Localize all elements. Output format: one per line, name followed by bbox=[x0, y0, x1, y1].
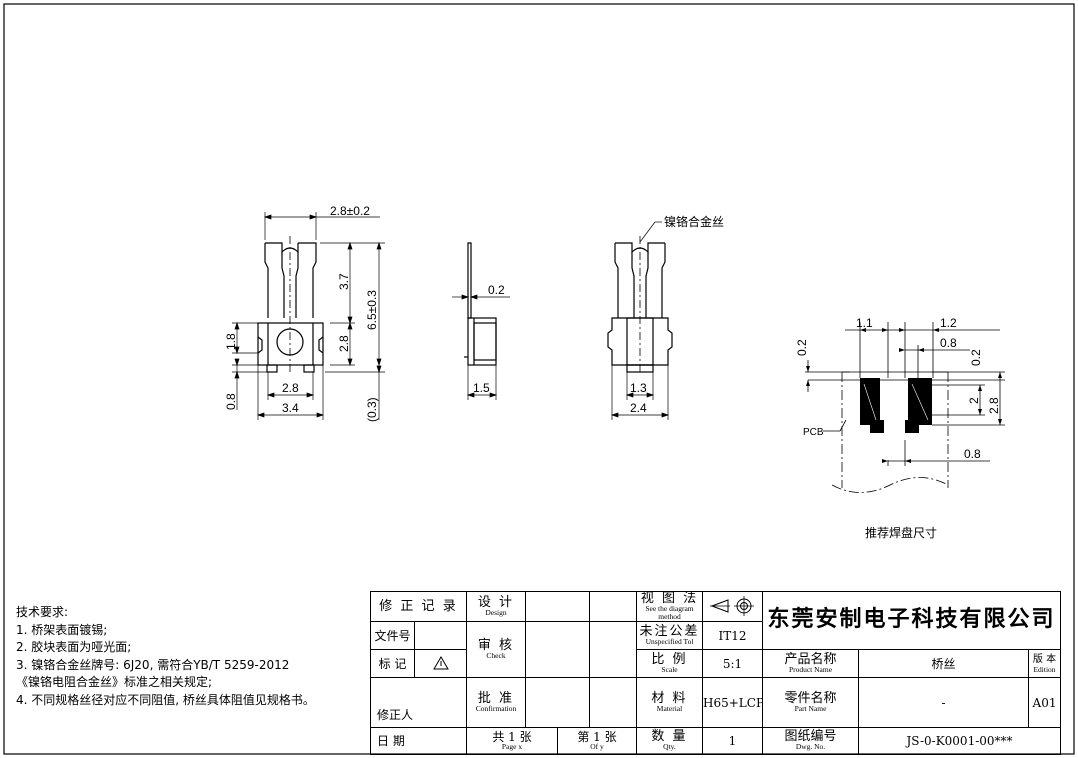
projection-symbol bbox=[702, 591, 763, 622]
check-value bbox=[525, 621, 590, 678]
pad-caption: 推荐焊盘尺寸 bbox=[865, 525, 937, 540]
dim-1-8: 1.8 bbox=[224, 333, 238, 350]
dim-3-4: 3.4 bbox=[282, 401, 299, 415]
doc-no-value bbox=[414, 621, 467, 650]
note-1: 1. 桥架表面镀锡; bbox=[16, 622, 108, 637]
back-view-dims bbox=[610, 221, 670, 420]
note-4: 4. 不同规格丝径对应不同阻值, 桥丝具体阻值见规格书。 bbox=[16, 692, 315, 707]
notes-title: 技术要求: bbox=[16, 605, 69, 619]
page-total: 共 1 张 Page x bbox=[466, 727, 558, 755]
edition-value: A01 bbox=[1027, 677, 1062, 728]
pad-layout: 1.1 1.2 0.8 0.2 0.2 2 2.8 0.8 PCB 推荐焊盘尺寸 bbox=[795, 316, 1005, 540]
wire-label: 镍铬合金丝 bbox=[664, 214, 724, 229]
dim-2-8-h: 2.8 bbox=[282, 381, 299, 395]
part-name-value: - bbox=[858, 677, 1029, 728]
material-value: H65+LCP bbox=[702, 677, 763, 728]
pad-dim-2-8: 2.8 bbox=[987, 397, 1001, 414]
front-view-dims bbox=[232, 212, 385, 420]
note-3-cont: 《镍铬电阻合金丝》标准之相关规定; bbox=[16, 675, 213, 689]
dim-0-3: (0.3) bbox=[365, 397, 379, 422]
pcb-label: PCB bbox=[803, 427, 824, 438]
warning-triangle-icon bbox=[432, 655, 449, 669]
company-name: 东莞安制电子科技有限公司 bbox=[761, 591, 1062, 650]
dim-1-3: 1.3 bbox=[630, 381, 647, 395]
pad-dim-1-2: 1.2 bbox=[940, 316, 957, 330]
revision-record: 修 正 记 录 bbox=[370, 591, 467, 622]
tolerance-value: IT12 bbox=[702, 621, 763, 650]
front-view bbox=[257, 236, 324, 373]
doc-no-label: 文件号 bbox=[370, 621, 415, 650]
dim-0-8: 0.8 bbox=[224, 393, 238, 410]
mark-label: 标 记 bbox=[370, 649, 415, 678]
mark-symbol bbox=[414, 649, 467, 678]
front-view-dim-text: 2.8±0.2 3.7 6.5±0.3 2.8 1.8 0.8 2.8 3.4 … bbox=[224, 204, 379, 422]
pad-dim-0-8-top: 0.8 bbox=[940, 336, 957, 350]
dim-6-5: 6.5±0.3 bbox=[365, 290, 379, 330]
dim-2-8-v: 2.8 bbox=[337, 335, 351, 352]
dwg-no-value: JS-0-K0001-00*** bbox=[857, 727, 1062, 755]
dim-1-5: 1.5 bbox=[473, 381, 490, 395]
dim-2-4: 2.4 bbox=[630, 401, 647, 415]
side-view bbox=[464, 242, 497, 366]
technical-notes: 技术要求: 1. 桥架表面镀锡; 2. 胶块表面为哑光面; 3. 镍铬合金丝牌号… bbox=[16, 604, 315, 709]
product-name-value: 桥丝 bbox=[858, 649, 1029, 678]
reviser-label: 修正人 bbox=[370, 677, 467, 728]
scale-value: 5:1 bbox=[702, 649, 763, 678]
design-date bbox=[589, 591, 637, 622]
projection-symbol-icon bbox=[709, 595, 754, 616]
confirm-value bbox=[525, 677, 590, 728]
pad-dim-2: 2 bbox=[967, 397, 981, 404]
date-label: 日 期 bbox=[370, 727, 467, 755]
page-number: 第 1 张 Of y bbox=[557, 727, 637, 755]
dim-3-7: 3.7 bbox=[337, 273, 351, 290]
pad-dim-1-1: 1.1 bbox=[856, 316, 873, 330]
check-date bbox=[589, 621, 637, 678]
side-view-dims bbox=[452, 294, 510, 400]
back-view bbox=[607, 236, 673, 373]
dim-0-2-side: 0.2 bbox=[488, 283, 505, 297]
note-3: 3. 镍铬合金丝牌号: 6J20, 需符合YB/T 5259-2012 bbox=[16, 657, 290, 672]
dim-width-top: 2.8±0.2 bbox=[330, 204, 370, 218]
pad-dim-0-8-bottom: 0.8 bbox=[964, 447, 981, 461]
qty-value: 1 bbox=[702, 727, 763, 755]
design-value bbox=[525, 591, 590, 622]
note-2: 2. 胶块表面为哑光面; bbox=[16, 640, 132, 654]
confirm-date bbox=[589, 677, 637, 728]
pad-dim-0-2-right: 0.2 bbox=[969, 349, 983, 366]
pad-dim-0-2-left: 0.2 bbox=[795, 339, 809, 356]
